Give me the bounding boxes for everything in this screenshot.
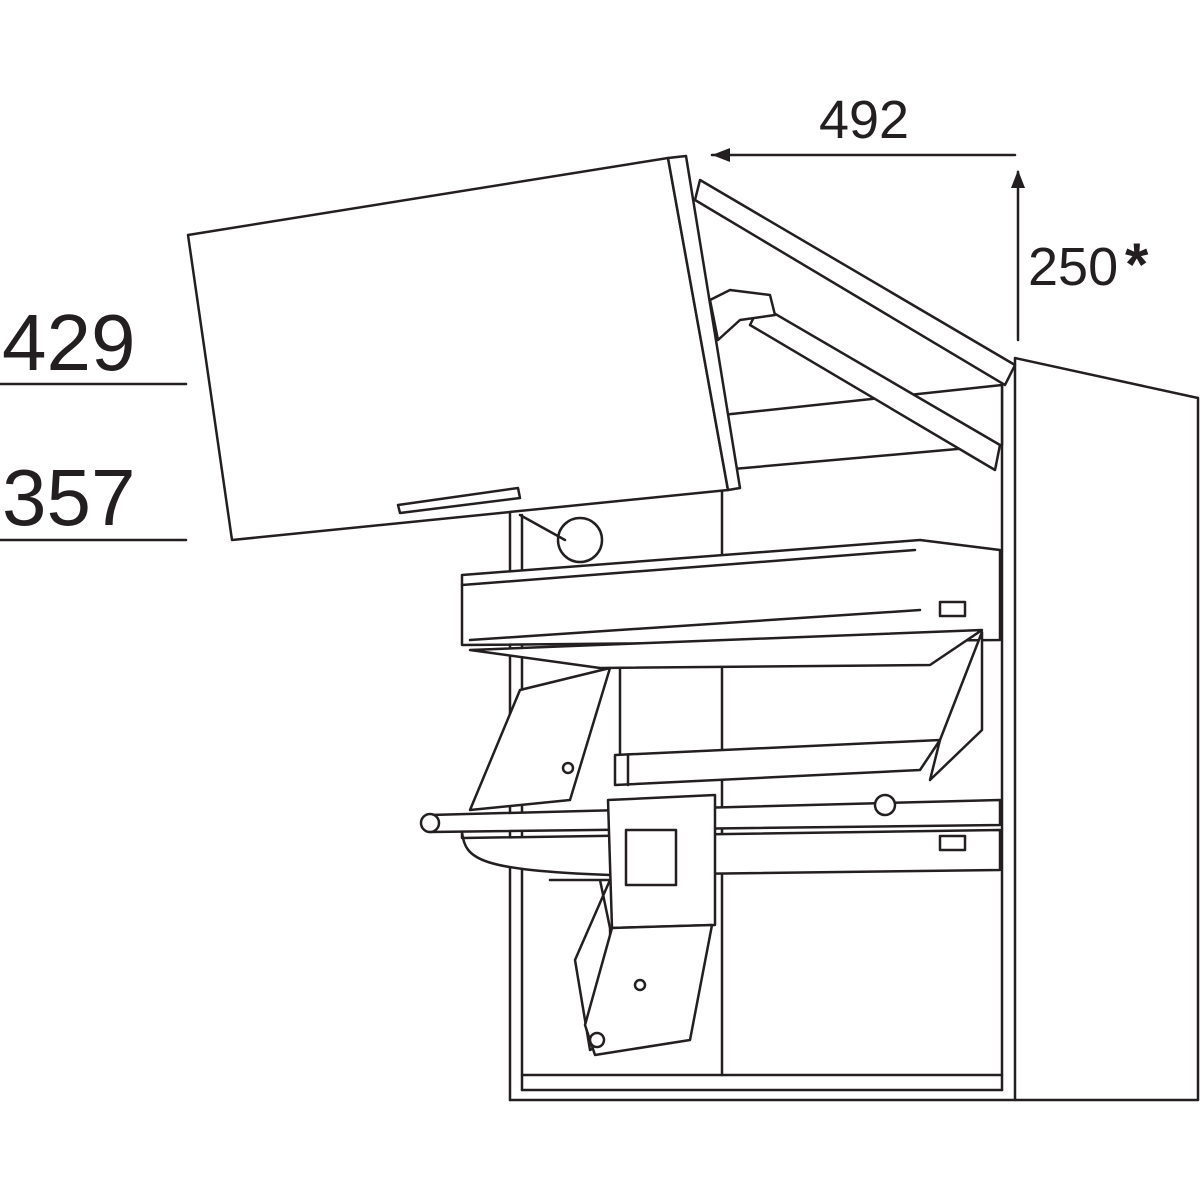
lower-bracket xyxy=(583,923,714,1057)
upper-shelf xyxy=(460,538,1002,647)
upper-shelf-basket xyxy=(460,513,1002,812)
arrow-left-icon xyxy=(712,148,730,162)
door-handle xyxy=(396,486,522,515)
lift-arm xyxy=(693,178,1017,472)
side-bracket-right xyxy=(928,630,984,782)
arrow-up-icon xyxy=(1011,170,1025,188)
depth-label: 492 xyxy=(819,90,909,150)
pivot-roller xyxy=(556,516,604,564)
side-bracket-left xyxy=(468,666,612,812)
front-door-panel xyxy=(186,156,730,542)
dimension-lines xyxy=(0,148,1025,542)
lift-height-label: 250 xyxy=(1028,237,1118,297)
front-flap xyxy=(186,154,742,542)
hinge-mechanism xyxy=(708,288,777,342)
cabinet-side-panel xyxy=(1013,356,1200,1102)
shelf-slot xyxy=(938,600,967,618)
lower-shelf-basket xyxy=(419,738,1002,1057)
lower-height-label: 357 xyxy=(2,453,135,542)
note-asterisk: * xyxy=(1125,231,1149,298)
upper-height-label: 429 xyxy=(2,298,135,387)
upper-flap-frame xyxy=(693,178,1017,387)
lower-shelf xyxy=(460,828,1002,877)
